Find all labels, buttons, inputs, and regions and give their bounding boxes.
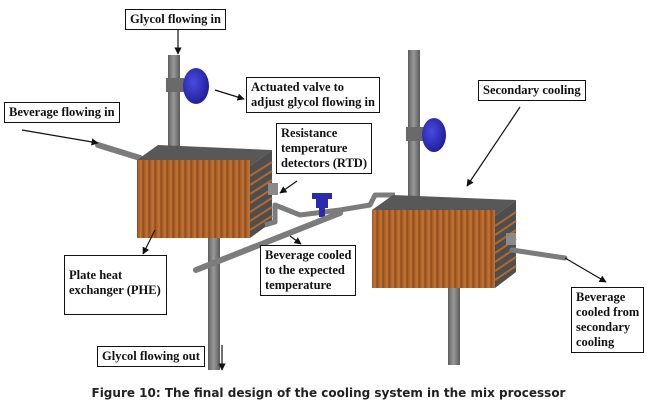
figure-caption: Figure 10: The final design of the cooli… (91, 386, 566, 400)
arrow-phe (142, 229, 156, 255)
secondary-glycol-out-pipe (448, 270, 460, 365)
actuated-valve-left (183, 68, 209, 104)
label-line: Resistance (281, 126, 338, 140)
label-line: Beverage flowing in (9, 105, 115, 119)
actuated-valve-right (422, 118, 446, 152)
label-secondary-cooling: Secondary cooling (478, 80, 586, 101)
label-beverage-cooled-expected: Beverage cooled to the expected temperat… (260, 245, 357, 296)
phe-left-plates (249, 161, 273, 231)
beverage-inlet-pipe (95, 142, 143, 161)
arrow-rtd (279, 180, 298, 194)
label-beverage-in: Beverage flowing in (4, 102, 120, 123)
label-line: Glycol flowing out (102, 349, 200, 363)
label-line: detectors (RTD) (281, 156, 367, 170)
label-rtd: Resistance temperature detectors (RTD) (276, 123, 372, 174)
label-actuated-valve: Actuated valve to adjust glycol flowing … (246, 77, 380, 113)
phe-left-front (137, 160, 250, 238)
secondary-glycol-pipe (408, 50, 420, 200)
arrow-secondary-cooling (466, 106, 521, 187)
rtd-sensor-right (506, 233, 516, 245)
rtd-sensor-left (268, 183, 278, 195)
arrow-beverage-secondary (564, 257, 607, 283)
arrow-beverage-in (21, 129, 99, 146)
label-line: cooling (576, 335, 615, 349)
label-line: adjust glycol flowing in (251, 95, 375, 109)
beverage-outlet-pipe (509, 247, 568, 261)
label-line: Glycol flowing in (130, 12, 221, 26)
label-line: cooled from (576, 305, 640, 319)
label-line: Plate heat (69, 268, 123, 282)
label-line: exchanger (PHE) (69, 283, 161, 297)
beverage-cooled-pipe (193, 210, 343, 273)
arrow-actuated-valve (214, 89, 245, 101)
phe-right-front (372, 210, 495, 288)
three-way-valve (312, 193, 332, 217)
label-line: to the expected (265, 263, 345, 277)
valve-collar-right (406, 127, 424, 141)
label-line: Beverage (576, 290, 626, 304)
label-phe: Plate heat exchanger (PHE) (64, 255, 167, 315)
label-line: Beverage cooled (265, 248, 352, 262)
label-line: secondary (576, 320, 631, 334)
valve-collar-left (166, 78, 184, 92)
label-glycol-out: Glycol flowing out (97, 346, 205, 367)
label-line: temperature (281, 141, 348, 155)
glycol-outlet-pipe (208, 230, 220, 370)
label-line: temperature (265, 278, 332, 292)
label-line: Actuated valve to (251, 80, 345, 94)
glycol-inlet-pipe (168, 55, 180, 155)
label-beverage-cooled-secondary: Beverage cooled from secondary cooling (571, 287, 645, 353)
arrow-beverage-cooled (289, 235, 302, 245)
label-glycol-in: Glycol flowing in (125, 9, 226, 30)
label-line: Secondary cooling (483, 83, 581, 97)
